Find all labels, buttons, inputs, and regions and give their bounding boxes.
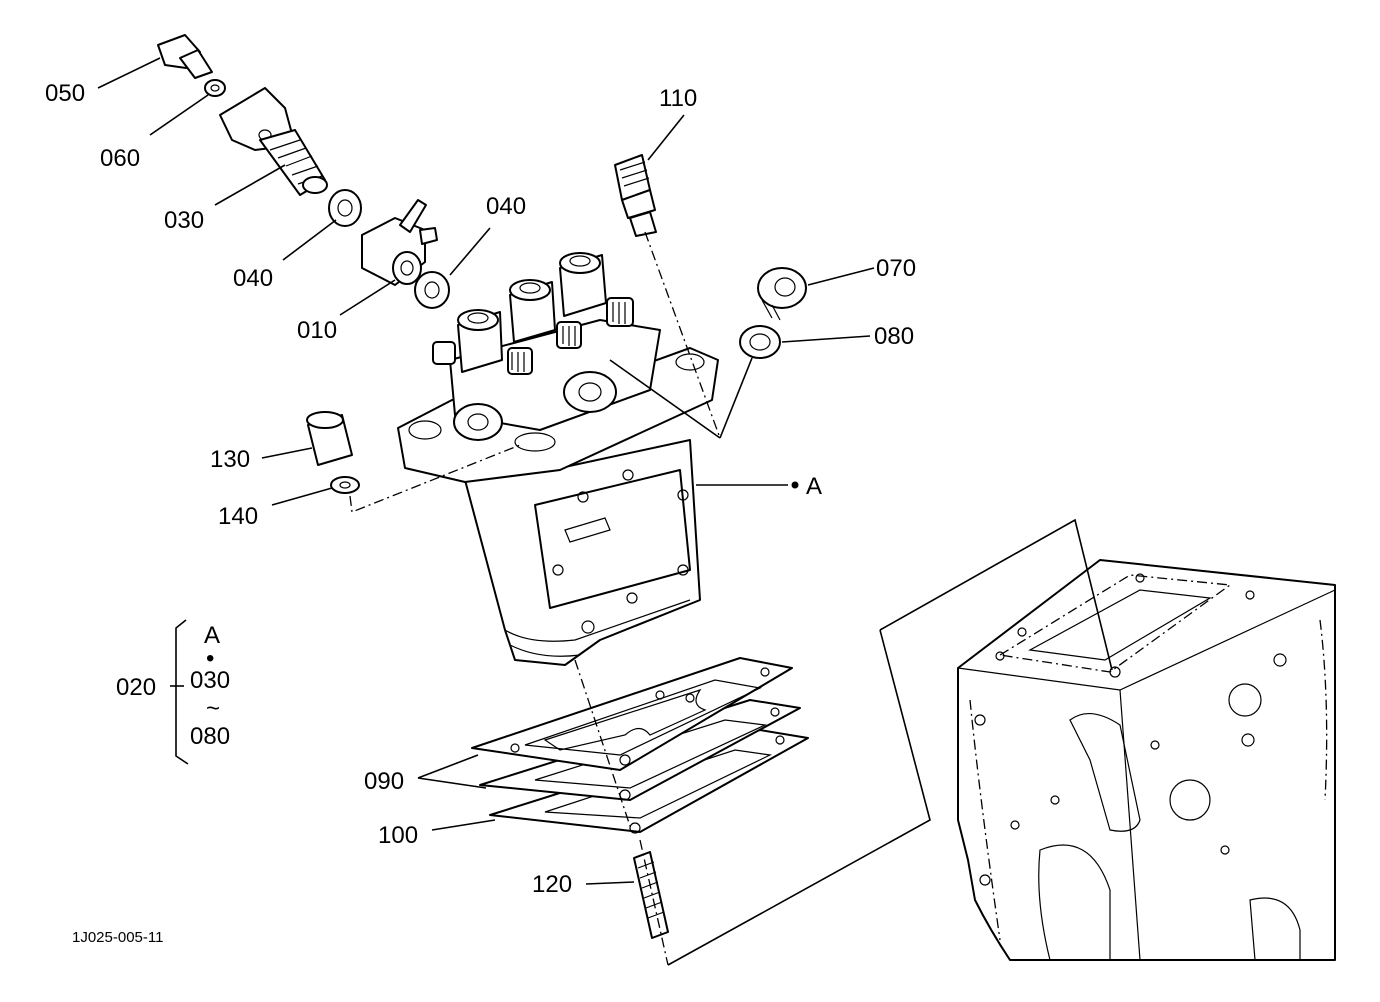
sleeve-130 <box>306 411 353 466</box>
engine-block <box>957 559 1336 961</box>
leader-lines <box>97 57 875 885</box>
callout-060: 060 <box>100 145 140 172</box>
washer-140 <box>330 476 360 494</box>
callout-010: 010 <box>297 317 337 344</box>
washer-080 <box>739 325 781 359</box>
air-vent-bolt <box>157 34 226 97</box>
callout-120: 120 <box>532 871 572 898</box>
assembly-line-080: 080 <box>190 723 230 750</box>
callout-040-left: 040 <box>233 265 273 292</box>
injection-pump <box>397 252 719 666</box>
assembly-label: 020 <box>116 674 156 701</box>
assembly-legend: 020 A • 030 ~ 080 <box>116 622 230 750</box>
callout-080: 080 <box>874 323 914 350</box>
gasket-stack <box>471 657 809 834</box>
hollow-bolt <box>219 87 328 196</box>
stud-bolt <box>633 851 669 939</box>
assembly-bracket <box>170 619 189 765</box>
knurled-nuts <box>432 297 634 375</box>
callout-140: 140 <box>218 503 258 530</box>
assembly-line-a: A <box>204 622 220 649</box>
axis-lines <box>349 231 1113 966</box>
bolt-110 <box>614 154 657 237</box>
assembly-tilde: ~ <box>206 695 220 722</box>
callout-040-right: 040 <box>486 193 526 220</box>
callout-a: A <box>806 473 822 500</box>
callout-130: 130 <box>210 446 250 473</box>
copper-washers <box>328 189 450 309</box>
callout-labels: 050 060 030 040 040 010 110 070 080 130 … <box>45 80 916 898</box>
callout-110: 110 <box>659 85 697 112</box>
banjo-fitting <box>361 199 438 286</box>
delivery-valve-holders <box>457 252 607 373</box>
assembly-dot: • <box>206 645 214 672</box>
callout-070: 070 <box>876 255 916 282</box>
callout-050: 050 <box>45 80 85 107</box>
plug-070 <box>757 267 807 321</box>
callout-030: 030 <box>164 207 204 234</box>
callout-090: 090 <box>364 768 404 795</box>
reference-dot <box>791 481 799 489</box>
assembly-line-030: 030 <box>190 667 230 694</box>
drawing-code: 1J025-005-11 <box>72 929 163 946</box>
callout-100: 100 <box>378 822 418 849</box>
